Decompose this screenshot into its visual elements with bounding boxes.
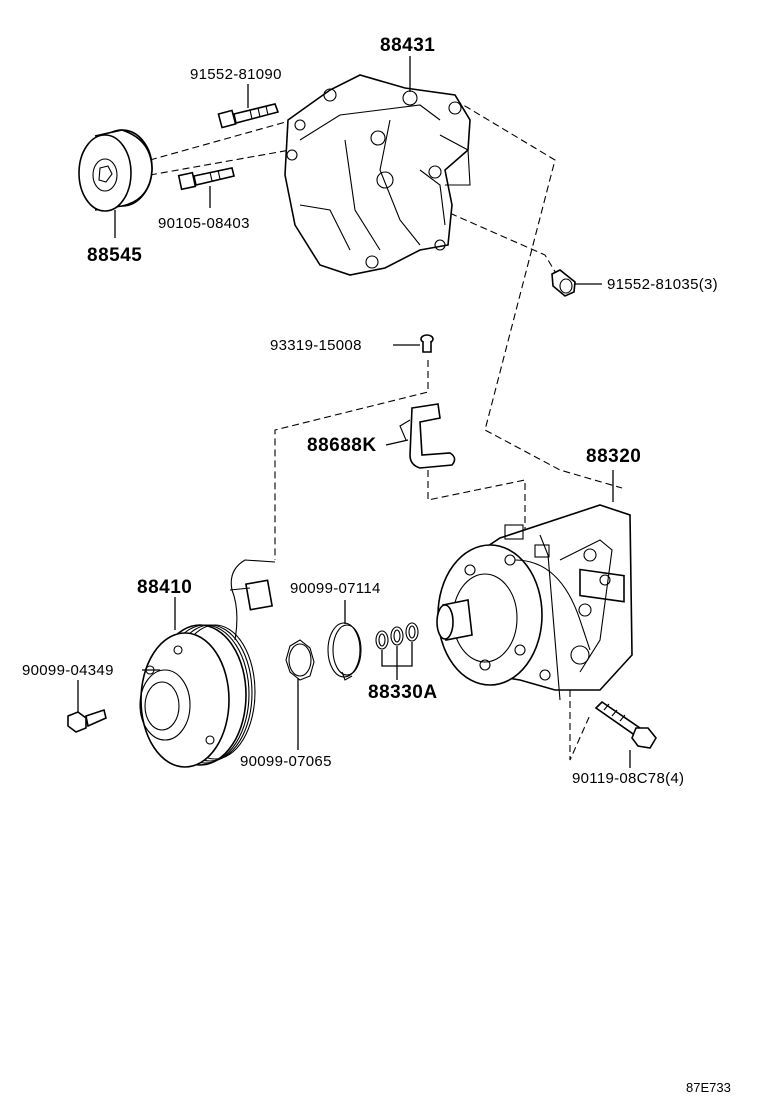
idler-pulley-88545[interactable] [78,129,153,212]
label-screw: 93319-15008 [270,337,362,354]
snap-ring-90099-07114[interactable] [327,622,362,681]
shims-88330A[interactable] [375,622,419,650]
leader-lines [77,56,631,768]
clutch-88410[interactable] [139,559,276,768]
bolt-90099-04349[interactable] [67,708,107,733]
label-idler-bolt: 90105-08403 [158,215,250,232]
reference-code: 87E733 [686,1080,731,1095]
label-bracket-bolts: 91552-81035(3) [607,276,718,293]
label-clutch-bolt: 90099-04349 [22,662,114,679]
bracket-88431[interactable] [284,74,471,276]
label-shims: 88330A [368,682,438,703]
label-compressor-bolts: 90119-08C78(4) [572,770,684,787]
compressor-88320[interactable] [436,504,633,701]
bolt-91552-81090[interactable] [217,103,280,129]
label-wire-bracket: 88688K [307,435,377,456]
bolt-91552-81035[interactable] [551,269,576,297]
screw-93319-15008[interactable] [420,334,434,353]
label-idler-pulley: 88545 [87,245,142,266]
wire-bracket-88688K[interactable] [399,403,456,469]
label-clutch: 88410 [137,577,192,598]
bolt-90119-08C78[interactable] [594,700,657,749]
label-snap-ring-outer: 90099-07114 [290,580,381,597]
snap-ring-90099-07065[interactable] [285,639,315,681]
bolt-90105-08403[interactable] [177,167,235,191]
label-compressor: 88320 [586,446,641,467]
label-bolt-top: 91552-81090 [190,66,282,83]
label-bracket: 88431 [380,35,435,56]
label-snap-ring-inner: 90099-07065 [240,753,332,770]
